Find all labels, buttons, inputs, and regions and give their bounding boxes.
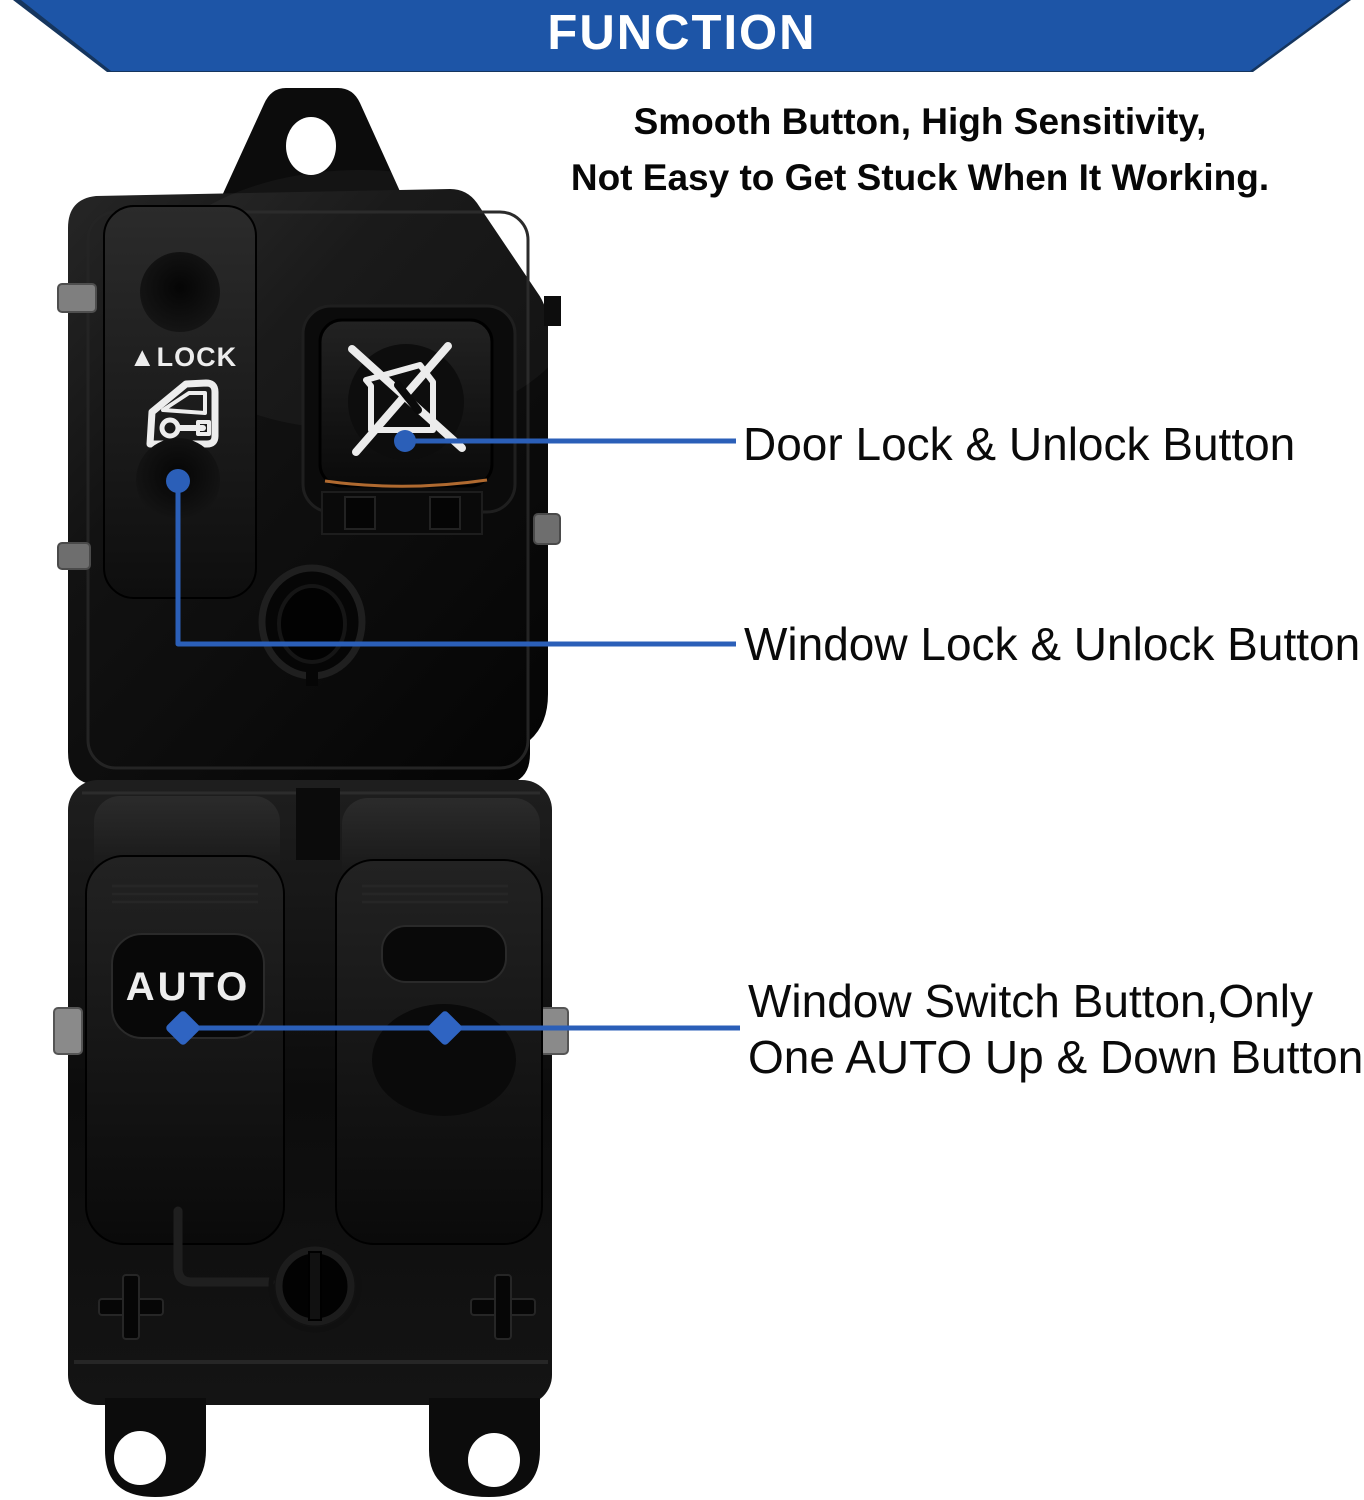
power-window-switch-unit: ▲LOCK xyxy=(53,88,569,1497)
top-tab-hole xyxy=(286,117,336,175)
callout-lines xyxy=(166,430,740,1045)
passenger-window-switch xyxy=(335,798,543,1245)
gasket-line xyxy=(324,478,488,488)
bottom-details xyxy=(98,1206,536,1340)
auto-window-switch: AUTO xyxy=(85,796,285,1245)
window-disabled-icon xyxy=(348,342,466,456)
subtitle-line-2: Not Easy to Get Stuck When It Working. xyxy=(570,157,1270,198)
bottom-tab-hole-right xyxy=(468,1433,520,1487)
callout-door-lock-line xyxy=(394,430,736,452)
auto-button-label: AUTO xyxy=(126,965,251,1009)
function-banner: FUNCTION xyxy=(21,0,1347,71)
callout-window-switch-line xyxy=(166,1011,740,1045)
callout-window-lock-line xyxy=(166,469,736,647)
top-mounting-tab xyxy=(221,88,403,198)
passenger-switch-pocket xyxy=(381,925,507,983)
door-lock-button xyxy=(301,304,517,535)
mounting-clips xyxy=(53,283,569,1055)
door-key-icon xyxy=(146,379,219,448)
window-lock-label: ▲LOCK xyxy=(129,342,237,372)
bottom-mounting-tabs xyxy=(105,1398,540,1497)
subtitle: Smooth Button, High Sensitivity, Not Eas… xyxy=(420,94,1364,206)
subtitle-line-1: Smooth Button, High Sensitivity, xyxy=(633,101,1207,142)
banner-title: FUNCTION xyxy=(547,6,817,60)
center-screw-hole xyxy=(268,1239,362,1333)
cross-screw-left-icon xyxy=(98,1274,164,1340)
callout-label-window-lock: Window Lock & Unlock Button xyxy=(744,618,1361,670)
callout-label-door-lock: Door Lock & Unlock Button xyxy=(743,418,1296,470)
callout-label-window-switch: Window Switch Button,Only One AUTO Up & … xyxy=(748,973,1363,1085)
window-lock-top-depression xyxy=(140,252,220,332)
upper-housing-ridge xyxy=(86,210,530,770)
callout-label-window-switch-line1: Window Switch Button,Only xyxy=(748,975,1314,1027)
marker-diamond-passenger xyxy=(428,1011,462,1045)
bottom-tab-hole-left xyxy=(114,1431,166,1485)
callout-label-window-switch-line2: One AUTO Up & Down Button xyxy=(748,1031,1364,1083)
marker-diamond-auto xyxy=(166,1011,200,1045)
cross-screw-right-icon xyxy=(470,1274,536,1340)
